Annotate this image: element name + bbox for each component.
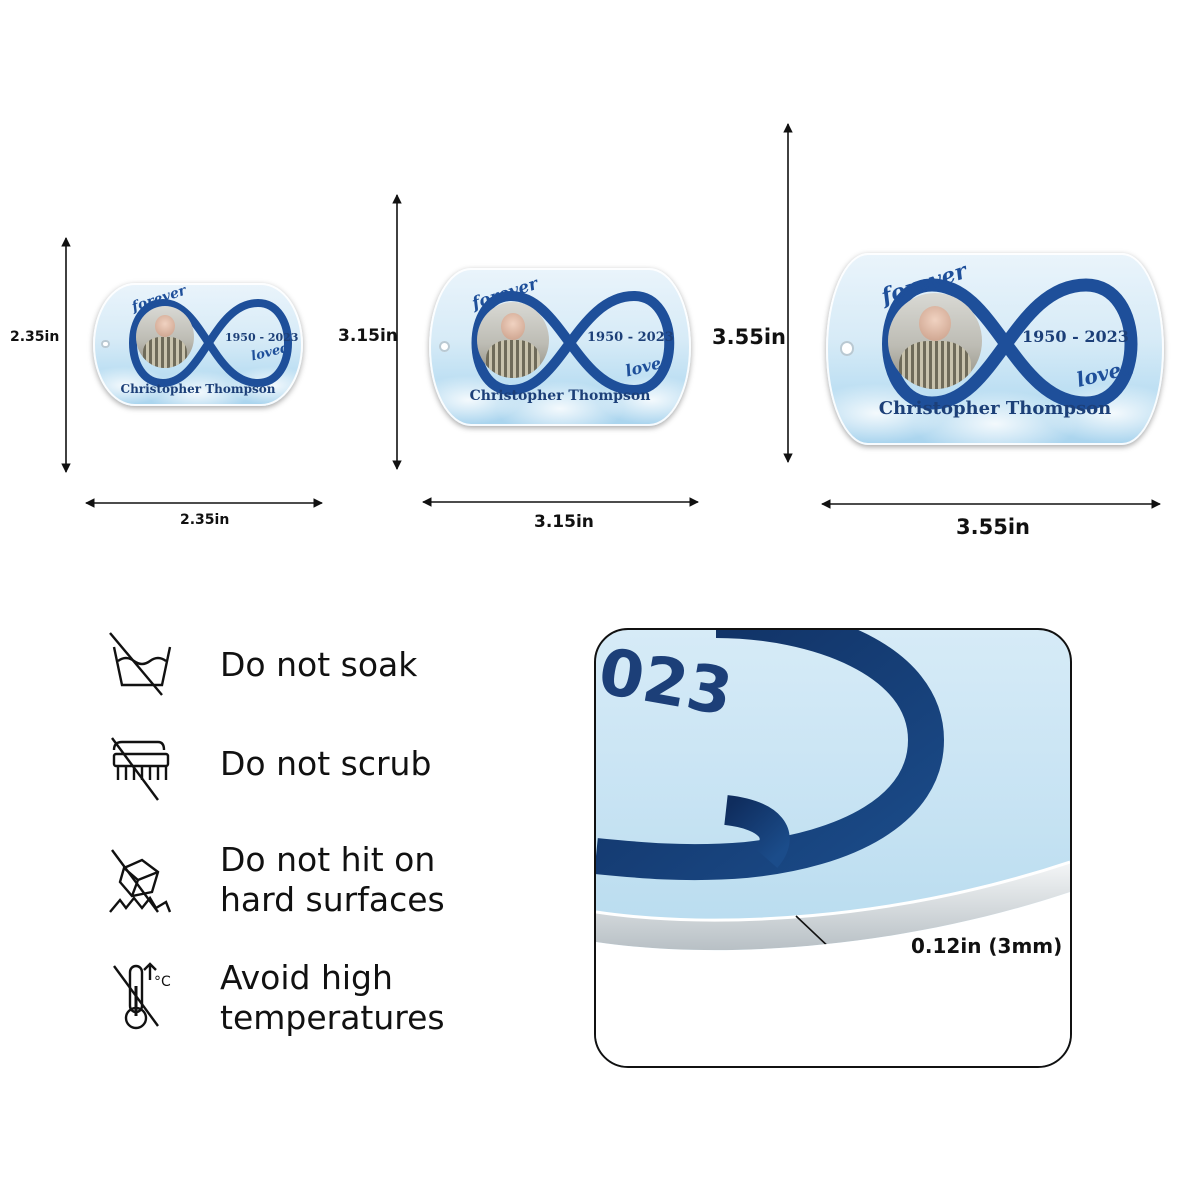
name-label: Christopher Thompson (878, 398, 1112, 419)
portrait-photo (888, 293, 982, 389)
zoom-digits: 023 (596, 635, 738, 731)
tag-hole (839, 341, 854, 356)
height-label-large: 3.55in (712, 325, 786, 349)
edge-zoom-panel: 023 (594, 628, 1072, 1068)
no-scrub-icon (100, 728, 180, 808)
thickness-label: 0.12in (3mm) (911, 934, 1063, 958)
tag-small: forever loved 1950 - 2023 Christopher Th… (93, 283, 303, 406)
name-label: Christopher Thompson (120, 382, 276, 396)
no-soak-icon (100, 625, 180, 705)
care-text-soak: Do not soak (220, 645, 418, 684)
cloud-background (93, 338, 303, 406)
width-label-large: 3.55in (956, 515, 1030, 539)
years-label: 1950 - 2023 (1022, 327, 1129, 346)
years-label: 1950 - 2023 (225, 331, 299, 344)
tag-large: forever loved 1950 - 2023 Christopher Th… (826, 253, 1164, 445)
portrait-photo (136, 306, 194, 368)
name-label: Christopher Thompson (469, 388, 651, 404)
care-text-heat: Avoid high temperatures (220, 958, 445, 1037)
care-item-impact: Do not hit on hard surfaces (100, 840, 445, 922)
care-text-scrub: Do not scrub (220, 744, 432, 783)
years-label: 1950 - 2023 (587, 330, 674, 345)
width-label-small: 2.35in (180, 512, 230, 528)
no-heat-icon: °C (100, 956, 180, 1036)
svg-text:°C: °C (154, 974, 171, 990)
height-label-small: 2.35in (10, 329, 60, 345)
infinity-symbol (471, 290, 675, 396)
care-item-scrub: Do not scrub (100, 728, 431, 808)
no-impact-icon (100, 842, 180, 922)
edge-detail-graphic: 023 (596, 630, 1070, 1066)
care-item-soak: Do not soak (100, 625, 417, 705)
infinity-symbol (882, 278, 1138, 410)
care-text-impact: Do not hit on hard surfaces (220, 840, 445, 919)
infinity-symbol (129, 298, 292, 388)
height-label-medium: 3.15in (338, 326, 398, 346)
tag-hole (101, 339, 111, 349)
tag-medium: forever loved 1950 - 2023 Christopher Th… (429, 268, 691, 426)
tag-hole (439, 340, 451, 352)
care-item-heat: °C Avoid high temperatures (100, 956, 445, 1037)
width-label-medium: 3.15in (534, 512, 594, 532)
portrait-photo (477, 302, 549, 378)
